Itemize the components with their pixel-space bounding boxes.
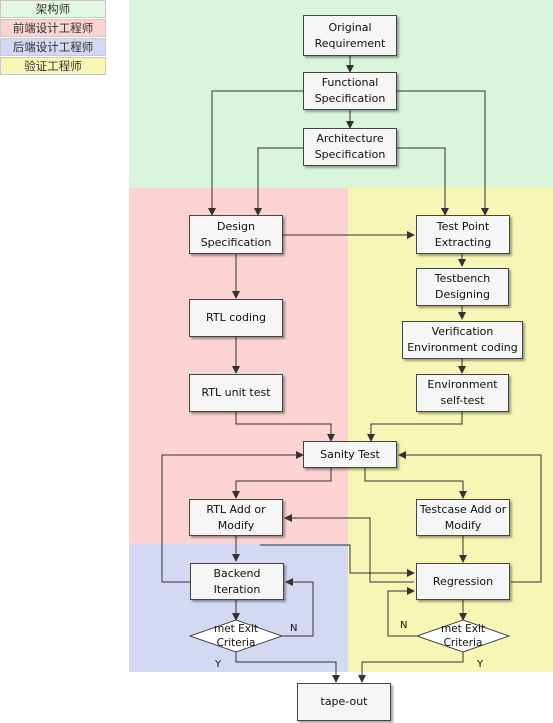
- edge-label-left-yes: Y: [215, 659, 222, 670]
- edge-envtest-sanity: [367, 412, 463, 442]
- node-verif-env: Verification Environment coding: [402, 321, 523, 359]
- edge-sanity-testcase: [364, 468, 467, 499]
- node-rtl-coding: RTL coding: [189, 299, 283, 337]
- edge-exitleft-backend: [282, 578, 314, 637]
- node-architecture-spec: Architecture Specification: [303, 128, 397, 166]
- edge-func-testpoint: [397, 90, 489, 216]
- legend-frontend: 前端设计工程师: [0, 19, 106, 37]
- node-testbench: Testbench Designing: [416, 268, 509, 306]
- edge-backend-regression: [260, 544, 415, 577]
- decision-exit-left: [188, 619, 284, 653]
- edge-exitleft-tapeout: [235, 652, 340, 683]
- edge-arch-design: [254, 147, 303, 216]
- edge-backend-sanity: [161, 451, 304, 583]
- node-functional-spec: Functional Specification: [303, 72, 397, 110]
- decision-exit-right-label: met Exit Criteria: [440, 623, 486, 649]
- edge-label-right-no: N: [400, 620, 408, 631]
- edge-regression-sanity: [398, 451, 542, 583]
- node-test-point: Test Point Extracting: [416, 215, 510, 254]
- decision-exit-left-label: met Exit Criteria: [213, 623, 259, 649]
- edge-sanity-rtladd: [232, 468, 332, 499]
- decision-exit-right: [415, 619, 511, 653]
- edge-arch-testpoint: [397, 147, 449, 216]
- edge-regression-rtladd: [284, 514, 414, 583]
- legend-backend: 后端设计工程师: [0, 38, 106, 56]
- edge-exitright-regression: [387, 587, 417, 637]
- node-rtl-add: RTL Add or Modify: [189, 499, 283, 536]
- node-rtl-unit-test: RTL unit test: [189, 374, 283, 412]
- node-regression: Regression: [416, 563, 510, 600]
- node-design-spec: Design Specification: [189, 215, 283, 254]
- node-tapeout: tape-out: [297, 683, 391, 721]
- node-env-selftest: Environment self-test: [416, 374, 509, 412]
- edge-label-right-yes: Y: [477, 659, 484, 670]
- legend-verification: 验证工程师: [0, 57, 106, 75]
- edge-label-left-no: N: [290, 623, 298, 634]
- legend-architect: 架构师: [0, 0, 106, 18]
- edge-exitright-tapeout: [358, 652, 464, 683]
- edge-unittest-sanity: [235, 412, 335, 442]
- edge-func-design: [208, 90, 303, 216]
- node-original-requirement: Original Requirement: [303, 15, 397, 56]
- node-testcase-add: Testcase Add or Modify: [416, 499, 510, 536]
- node-backend-iter: Backend Iteration: [190, 563, 284, 600]
- node-sanity-test: Sanity Test: [303, 441, 397, 468]
